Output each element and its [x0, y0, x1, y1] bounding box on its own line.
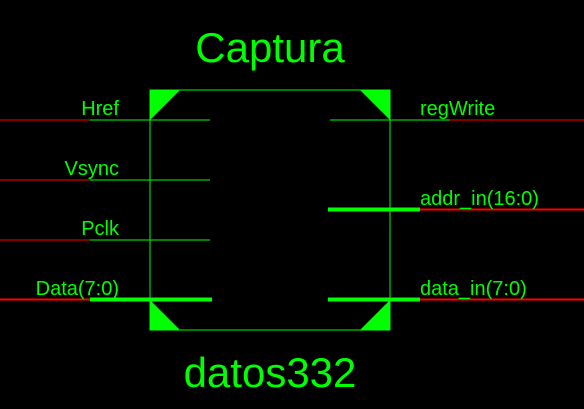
corner-marker-top-right [360, 90, 390, 120]
instance-name: datos332 [184, 349, 357, 396]
pin-label-addr-in: addr_in(16:0) [420, 188, 539, 210]
pin-label-pclk: Pclk [81, 218, 120, 240]
pin-label-regwrite: regWrite [420, 98, 495, 120]
pin-label-vsync: Vsync [65, 158, 119, 180]
corner-marker-bottom-right [360, 300, 390, 330]
block-title: Captura [195, 24, 345, 71]
corner-marker-top-left [150, 90, 180, 120]
pin-label-href: Href [81, 98, 119, 120]
pin-label-data-in: data_in(7:0) [420, 278, 527, 300]
pin-label-data: Data(7:0) [36, 278, 119, 300]
corner-marker-bottom-left [150, 300, 180, 330]
